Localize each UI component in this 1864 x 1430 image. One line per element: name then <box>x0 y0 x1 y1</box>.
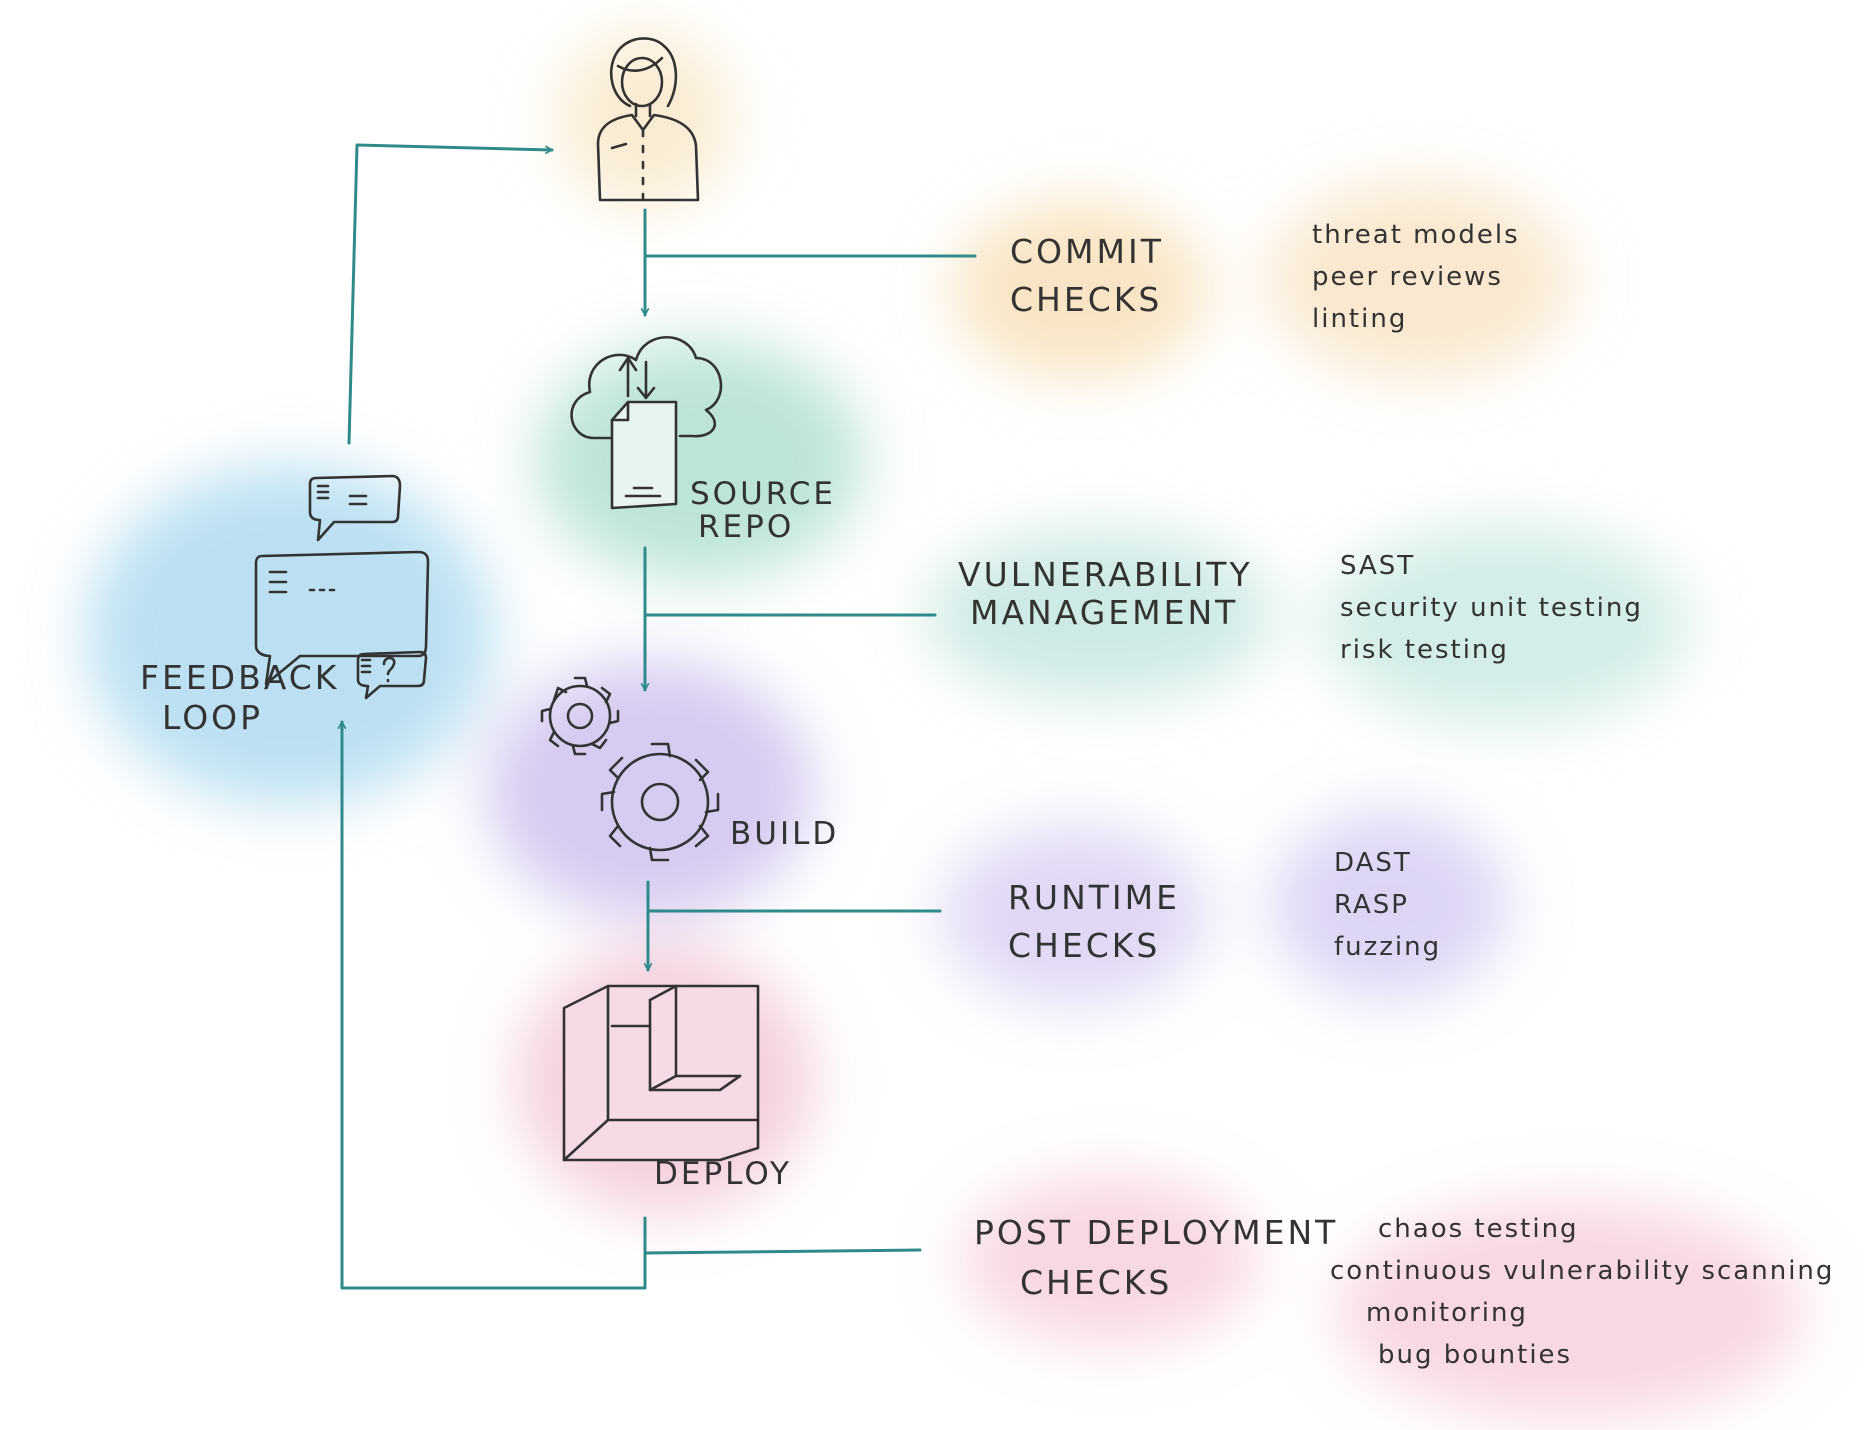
build-line1: BUILD <box>730 816 840 852</box>
connectors <box>342 143 977 1290</box>
vulnerability-items: SAST security unit testing risk testing <box>1340 545 1643 671</box>
list-item: chaos testing <box>1378 1214 1579 1244</box>
vulnerability-management-label: VULNERABILITY MANAGEMENT <box>958 556 1253 632</box>
feedback-up-arrow <box>347 143 552 445</box>
commit-checks-blob <box>950 200 1210 380</box>
feedback-blob <box>85 465 495 805</box>
post-deployment-line2: CHECKS <box>1020 1262 1173 1302</box>
post-deployment-line1: POST DEPLOYMENT <box>974 1213 1339 1252</box>
runtime-checks-line1: RUNTIME <box>1008 878 1180 917</box>
list-item: fuzzing <box>1334 932 1442 962</box>
list-item: linting <box>1312 304 1408 334</box>
list-item: risk testing <box>1340 635 1509 665</box>
list-item: SAST <box>1340 551 1416 581</box>
post-deploy-items-blob <box>1335 1200 1805 1420</box>
cloud-upload-icon <box>570 336 723 510</box>
vulnerability-line1: VULNERABILITY <box>958 555 1253 594</box>
list-item: bug bounties <box>1378 1340 1573 1370</box>
deploy-line1: DEPLOY <box>654 1156 792 1192</box>
feedback-loop-label: FEEDBACK LOOP <box>140 658 339 737</box>
commit-items-blob <box>1265 180 1575 380</box>
runtime-checks-line2: CHECKS <box>1008 925 1161 965</box>
list-item: peer reviews <box>1312 262 1503 292</box>
container-box-icon <box>562 984 760 1162</box>
source-repo-blob <box>535 340 865 580</box>
runtime-checks-label: RUNTIME CHECKS <box>1008 874 1180 970</box>
list-item: RASP <box>1334 890 1409 920</box>
deploy-label: DEPLOY <box>654 1156 792 1193</box>
feedback-loop-line1: FEEDBACK <box>140 658 340 697</box>
source-repo-label: SOURCE REPO <box>690 478 836 543</box>
source-repo-line1: SOURCE <box>690 476 836 512</box>
commit-checks-label: COMMIT CHECKS <box>1010 228 1164 324</box>
vulnerability-items-blob <box>1320 525 1690 725</box>
commit-checks-items: threat models peer reviews linting <box>1312 214 1520 340</box>
gears-icon <box>540 676 720 862</box>
post-deploy-blob <box>960 1175 1260 1345</box>
vulnerability-line2: MANAGEMENT <box>970 592 1239 632</box>
list-item: DAST <box>1334 848 1412 878</box>
runtime-blob <box>940 825 1210 1005</box>
post-deployment-items: chaos testing continuous vulnerability s… <box>1330 1208 1834 1376</box>
list-item: security unit testing <box>1340 593 1643 623</box>
list-item: monitoring <box>1366 1298 1528 1328</box>
commit-checks-line2: CHECKS <box>1010 279 1163 319</box>
build-blob <box>485 660 815 920</box>
developer-icon <box>596 37 700 202</box>
source-repo-line2: REPO <box>698 508 795 545</box>
runtime-items: DAST RASP fuzzing <box>1334 842 1441 968</box>
commit-checks-line1: COMMIT <box>1010 232 1164 271</box>
list-item: continuous vulnerability scanning <box>1330 1256 1835 1286</box>
build-label: BUILD <box>730 816 839 853</box>
list-item: threat models <box>1312 220 1520 250</box>
vulnerability-blob <box>925 530 1275 700</box>
runtime-items-blob <box>1270 810 1510 1000</box>
post-deployment-checks-label: POST DEPLOYMENT CHECKS <box>974 1208 1338 1307</box>
post-deployment-line <box>643 1248 922 1255</box>
chat-bubbles-icon <box>254 474 430 700</box>
feedback-loop-line2: LOOP <box>162 697 264 737</box>
